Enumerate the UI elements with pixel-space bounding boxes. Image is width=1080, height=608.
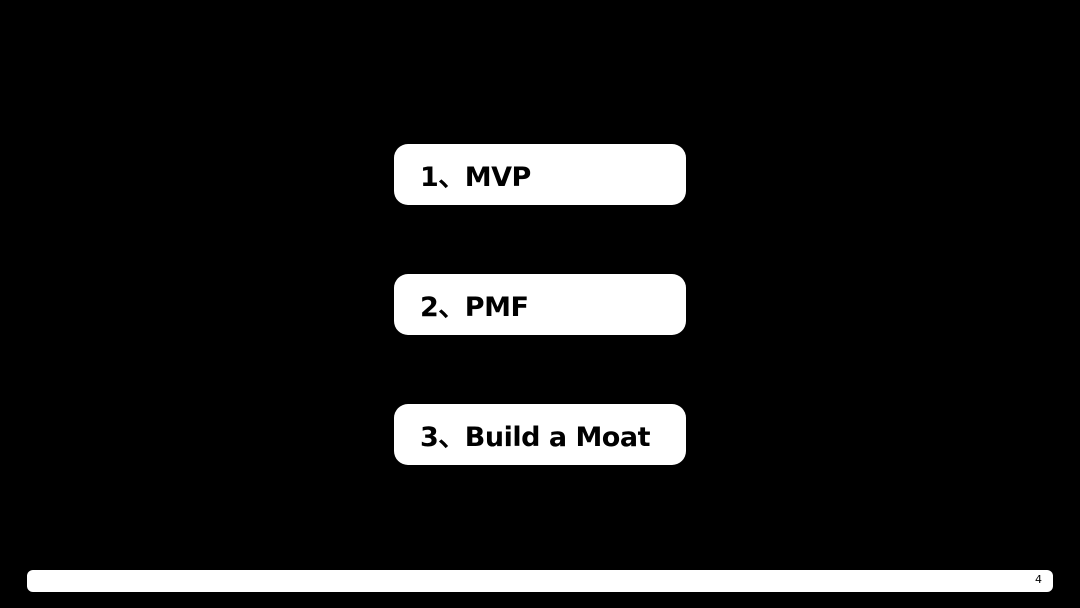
list-item-mvp: 1、MVP — [394, 144, 686, 205]
list-item-pmf: 2、PMF — [394, 274, 686, 335]
footer-bar: 4 — [27, 570, 1053, 592]
item-label: 2、PMF — [420, 292, 529, 323]
item-label: 1、MVP — [420, 162, 531, 193]
page-number: 4 — [1035, 573, 1042, 586]
item-label: 3、Build a Moat — [420, 422, 651, 453]
list-item-build-a-moat: 3、Build a Moat — [394, 404, 686, 465]
